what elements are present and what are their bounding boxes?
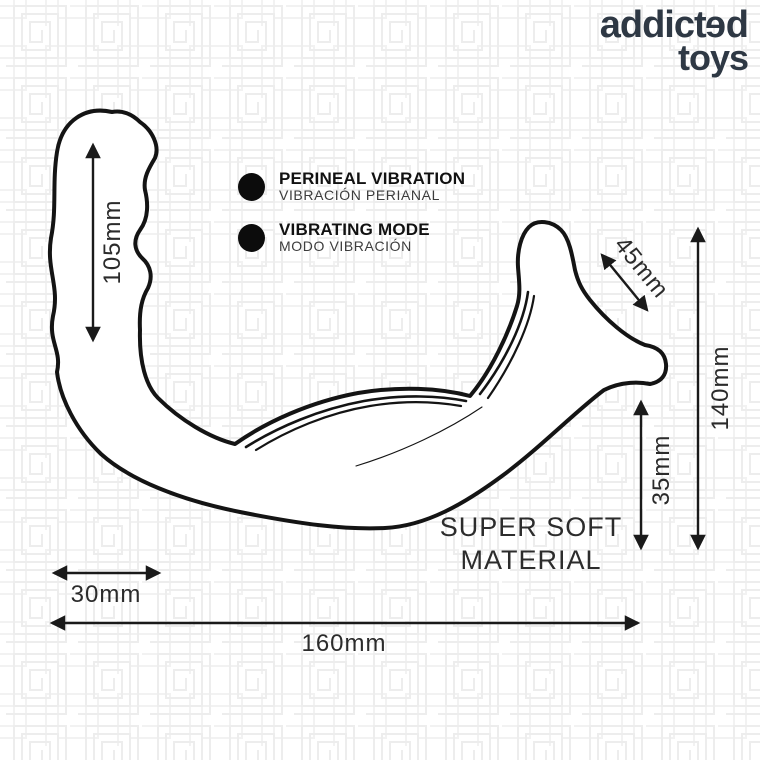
feature-bullet-icon — [238, 223, 265, 252]
feature-title: PERINEAL VIBRATION — [279, 169, 466, 188]
feature-list: PERINEAL VIBRATION VIBRACIÓN PERIANAL VI… — [238, 170, 465, 272]
feature-title: VIBRATING MODE — [279, 220, 430, 239]
dim-label-30mm: 30mm — [70, 581, 142, 608]
feature-bullet-icon — [238, 172, 265, 201]
material-note: SUPER SOFT MATERIAL — [421, 511, 641, 577]
dim-arrow-45mm — [600, 253, 649, 312]
material-note-line2: MATERIAL — [460, 545, 602, 575]
brand-logo: addicted toys — [599, 4, 749, 78]
dim-label-35mm: 35mm — [648, 434, 675, 506]
feature-row-vibrating-mode: VIBRATING MODE MODO VIBRACIÓN — [238, 221, 465, 254]
product-outline-drawing — [47, 108, 669, 531]
feature-row-perineal-vibration: PERINEAL VIBRATION VIBRACIÓN PERIANAL — [238, 170, 465, 203]
dim-label-105mm: 105mm — [99, 199, 126, 285]
flipped-e-glyph: e — [705, 4, 726, 46]
material-note-line1: SUPER SOFT — [439, 512, 623, 542]
dim-label-140mm: 140mm — [707, 345, 734, 431]
brand-logo-word2: toys — [677, 37, 749, 78]
dim-label-160mm: 160mm — [301, 630, 387, 657]
feature-subtitle: MODO VIBRACIÓN — [279, 238, 412, 254]
feature-subtitle: VIBRACIÓN PERIANAL — [279, 187, 440, 203]
inner-ring-edge-lines — [244, 290, 536, 467]
brand-logo-word1: addicted — [599, 4, 749, 46]
